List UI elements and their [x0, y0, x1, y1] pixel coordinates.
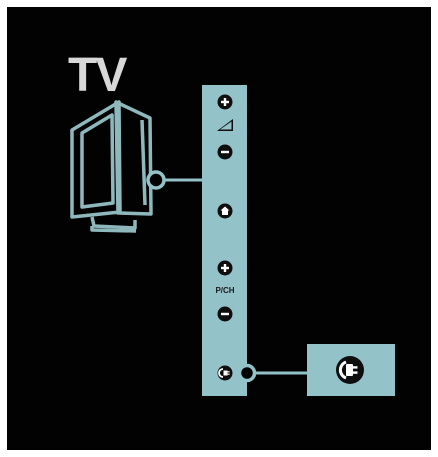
tv-monitor-icon: [72, 102, 151, 231]
power-plug-icon: [336, 356, 364, 384]
side-control-panel: [202, 85, 247, 396]
channel-down-button[interactable]: [218, 307, 233, 322]
minus-icon: [221, 151, 229, 153]
power-connector-node: [240, 366, 255, 381]
channel-label: P/CH: [215, 286, 234, 295]
power-button[interactable]: [218, 366, 233, 381]
volume-down-button[interactable]: [218, 145, 233, 160]
tv-connector-node: [148, 172, 164, 188]
channel-up-button[interactable]: [218, 261, 233, 276]
minus-icon: [221, 313, 229, 315]
home-button[interactable]: [218, 204, 233, 219]
volume-up-button[interactable]: [218, 95, 233, 110]
